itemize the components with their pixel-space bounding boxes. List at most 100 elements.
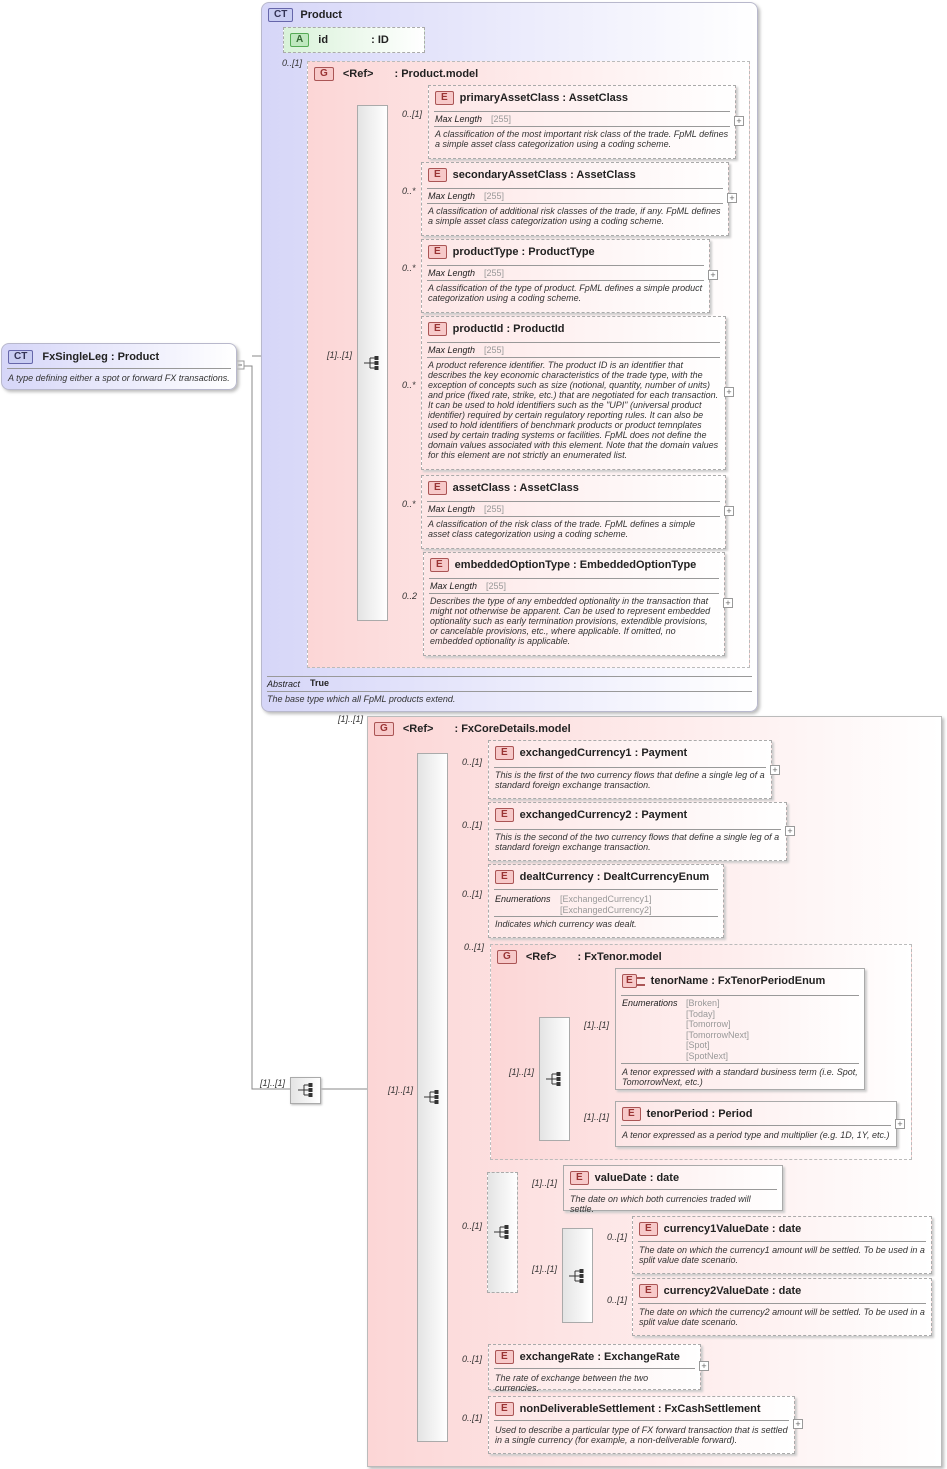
element-description: A classification of the risk class of th… — [428, 519, 696, 539]
divider — [621, 995, 859, 996]
element-description: This is the second of the two currency f… — [495, 832, 780, 852]
divider — [494, 916, 718, 917]
cardinality: 0..[1] — [462, 1413, 483, 1423]
tenor-choice[interactable] — [539, 1017, 570, 1141]
enumeration-icon — [635, 976, 645, 986]
divider — [267, 691, 752, 692]
fxsingleleg-type[interactable]: CT FxSingleLeg : Product A type defining… — [1, 343, 237, 390]
element-description: Used to describe a particular type of FX… — [495, 1425, 788, 1445]
element-badge: E — [495, 870, 514, 884]
element-badge: E — [435, 91, 454, 105]
element-badge: E — [428, 322, 447, 336]
element-badge: E — [428, 481, 447, 495]
property-label: Enumerations — [622, 998, 678, 1008]
element-description: Indicates which currency was dealt. — [495, 919, 637, 929]
expand-icon[interactable]: + — [727, 193, 737, 203]
attribute-id[interactable]: A id : ID — [283, 27, 425, 53]
root-sequence[interactable] — [290, 1077, 321, 1104]
expand-icon[interactable]: + — [895, 1119, 905, 1129]
expand-icon[interactable]: + — [699, 1361, 709, 1371]
element-badge: E — [495, 1402, 514, 1416]
expand-icon[interactable]: + — [724, 387, 734, 397]
divider — [429, 593, 719, 594]
cardinality: 0..[1] — [607, 1295, 628, 1305]
choice-icon — [494, 1225, 509, 1239]
expand-icon[interactable]: + — [734, 116, 744, 126]
enumeration-value: [Broken] — [686, 998, 720, 1008]
property-label: Max Length — [428, 345, 476, 355]
expand-icon[interactable]: + — [770, 765, 780, 775]
element-name: productType — [452, 245, 519, 258]
cardinality: 0..[1] — [462, 757, 483, 767]
divider — [427, 357, 720, 358]
group-ref: <Ref> — [402, 722, 434, 735]
type-base: : Product — [110, 350, 160, 363]
element-type: : date — [649, 1171, 680, 1184]
element-badge: E — [495, 746, 514, 760]
divider — [427, 342, 720, 343]
property-label: Max Length — [428, 268, 476, 278]
valuedate-choice[interactable] — [487, 1172, 518, 1293]
sequence-icon — [364, 356, 379, 370]
element-name: valueDate — [594, 1171, 647, 1184]
element-description: The date on which both currencies traded… — [570, 1194, 751, 1214]
cardinality: [1]..[1] — [338, 714, 364, 724]
divider — [427, 265, 704, 266]
enum-element-badge: E — [622, 974, 637, 988]
cardinality: 0..[1] — [462, 820, 483, 830]
expand-icon[interactable]: + — [708, 270, 718, 280]
property-label: Max Length — [430, 581, 478, 591]
enumeration-value: [TomorrowNext] — [686, 1029, 750, 1040]
expand-icon[interactable]: + — [785, 826, 795, 836]
property-value: [255] — [484, 191, 505, 201]
divider — [427, 188, 723, 189]
property-label: Max Length — [428, 191, 476, 201]
property-value: [255] — [484, 504, 505, 514]
expand-icon[interactable]: + — [793, 1419, 803, 1429]
enumeration-value: [ExchangedCurrency1] — [560, 894, 652, 904]
divider — [494, 767, 766, 768]
divider — [621, 1125, 891, 1126]
cardinality: [1]..[1] — [327, 350, 353, 360]
element-name: embeddedOptionType — [454, 558, 570, 571]
element-description: Describes the type of any embedded optio… — [430, 596, 711, 646]
element-name: currency2ValueDate — [663, 1284, 769, 1297]
divider — [621, 1063, 859, 1064]
element-name: productId — [452, 322, 504, 335]
element-description: A product reference identifier. The prod… — [428, 360, 719, 460]
attribute-type: : ID — [371, 33, 389, 46]
product-sequence[interactable] — [357, 105, 388, 621]
element-name: currency1ValueDate — [663, 1222, 769, 1235]
split-date-sequence[interactable] — [562, 1228, 593, 1323]
property-value: [255] — [484, 268, 505, 278]
element-description: A classification of the most important r… — [435, 129, 729, 149]
element-badge: E — [428, 168, 447, 182]
expand-icon[interactable]: + — [723, 598, 733, 608]
cardinality: 0..[1] — [464, 942, 485, 952]
element-description: A classification of additional risk clas… — [428, 206, 721, 226]
expand-icon[interactable]: + — [724, 506, 734, 516]
cardinality: 0..[1] — [462, 889, 483, 899]
element-type: : ProductType — [521, 245, 595, 258]
element-badge: E — [495, 1350, 514, 1364]
element-type: : DealtCurrencyEnum — [596, 870, 710, 883]
core-sequence[interactable] — [417, 753, 448, 1442]
type-name: Product — [300, 8, 342, 21]
cardinality: 0..* — [402, 380, 416, 390]
